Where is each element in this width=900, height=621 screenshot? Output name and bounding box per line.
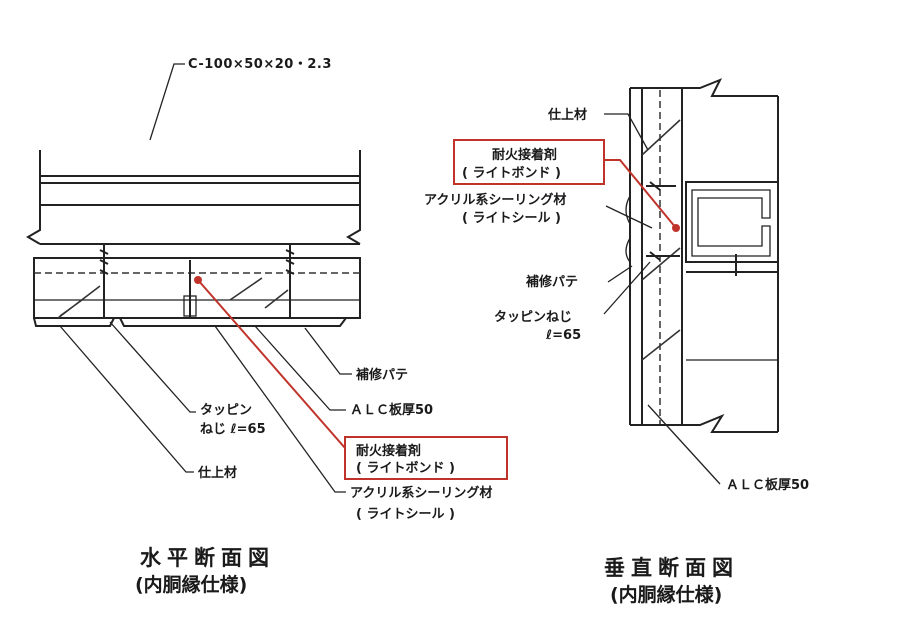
adhesive-callout-dot	[194, 276, 202, 284]
section-hatching	[57, 277, 289, 319]
horizontal-section-title: 水平断面図	[140, 546, 275, 570]
vs-label-tapping-screw-2: ℓ=65	[545, 328, 581, 343]
channel-right-break	[346, 150, 361, 245]
vs-label-adhesive-1: 耐火接着剤	[492, 147, 557, 163]
adhesive-callout-line	[197, 279, 346, 449]
vs-label-tapping-screw-1: タッピンねじ	[494, 310, 572, 325]
vs-channel-inner	[691, 189, 771, 257]
vs-adhesive-callout-dot	[672, 224, 680, 232]
adhesive-joint	[183, 295, 197, 317]
vertical-section-drawing: 仕上材 アクリル系シーリング材 ( ライトシール ) 補修パテ タッピンねじ ℓ…	[424, 78, 809, 606]
finish-layer-left	[33, 317, 115, 327]
vs-label-repair-putty: 補修パテ	[525, 274, 578, 290]
label-sealant-2: ( ライトシール )	[356, 507, 455, 522]
vs-leader-finish	[604, 113, 649, 151]
vs-leader-alc	[647, 404, 721, 485]
screw-left	[99, 244, 109, 318]
leader-finish	[59, 325, 194, 473]
label-finish: 仕上材	[197, 465, 237, 481]
vertical-section-subtitle: (内胴縁仕様)	[610, 583, 722, 606]
vs-adhesive-callout-line	[604, 159, 677, 229]
dimension-label: C-100×50×20・2.3	[188, 57, 332, 72]
screw-right	[285, 244, 295, 318]
finish-layer-right	[119, 317, 347, 327]
leader-sealant	[214, 325, 346, 493]
dimension-leader	[149, 63, 185, 141]
label-tapping-screw-1: タッピン	[200, 403, 252, 418]
leader-tapping-screw	[109, 321, 196, 413]
vs-leader-repair-putty	[607, 265, 633, 283]
label-tapping-screw-2: ねじ ℓ=65	[200, 422, 266, 437]
horizontal-section-drawing: C-100×50×20・2.3 補修パテ タッピン ねじ ℓ=65 ＡＬＣ板厚5…	[26, 57, 508, 596]
vs-label-alc: ＡＬＣ板厚50	[726, 477, 809, 493]
vs-putty-profile	[625, 195, 631, 263]
vs-label-sealant-1: アクリル系シーリング材	[424, 192, 566, 208]
vs-label-finish: 仕上材	[547, 107, 587, 123]
vs-channel	[685, 181, 779, 263]
leader-alc	[254, 325, 346, 411]
vs-hatching	[641, 119, 681, 361]
alc-panel	[33, 257, 361, 319]
label-alc: ＡＬＣ板厚50	[350, 402, 433, 418]
vertical-section-title: 垂直断面図	[604, 556, 739, 580]
vs-bolt	[730, 254, 742, 276]
vs-top-break	[630, 78, 778, 97]
channel-left-break	[26, 150, 41, 245]
adhesive-callout-box	[344, 436, 508, 480]
label-repair-putty: 補修パテ	[355, 367, 408, 383]
vs-adhesive-callout-box	[453, 139, 605, 185]
leader-repair-putty	[304, 327, 352, 375]
vs-screws	[646, 181, 680, 261]
vs-label-sealant-2: ( ライトシール )	[462, 211, 561, 226]
label-adhesive-2: ( ライトボンド )	[356, 460, 455, 476]
vs-leader-tapping-screw	[603, 261, 651, 315]
horizontal-section-subtitle: (内胴縁仕様)	[135, 573, 247, 596]
vs-label-adhesive-2: ( ライトボンド )	[462, 165, 561, 181]
label-sealant-1: アクリル系シーリング材	[350, 485, 492, 501]
vs-leader-sealant	[605, 205, 653, 229]
vs-bottom-break	[630, 413, 778, 433]
label-adhesive-1: 耐火接着剤	[356, 443, 421, 459]
